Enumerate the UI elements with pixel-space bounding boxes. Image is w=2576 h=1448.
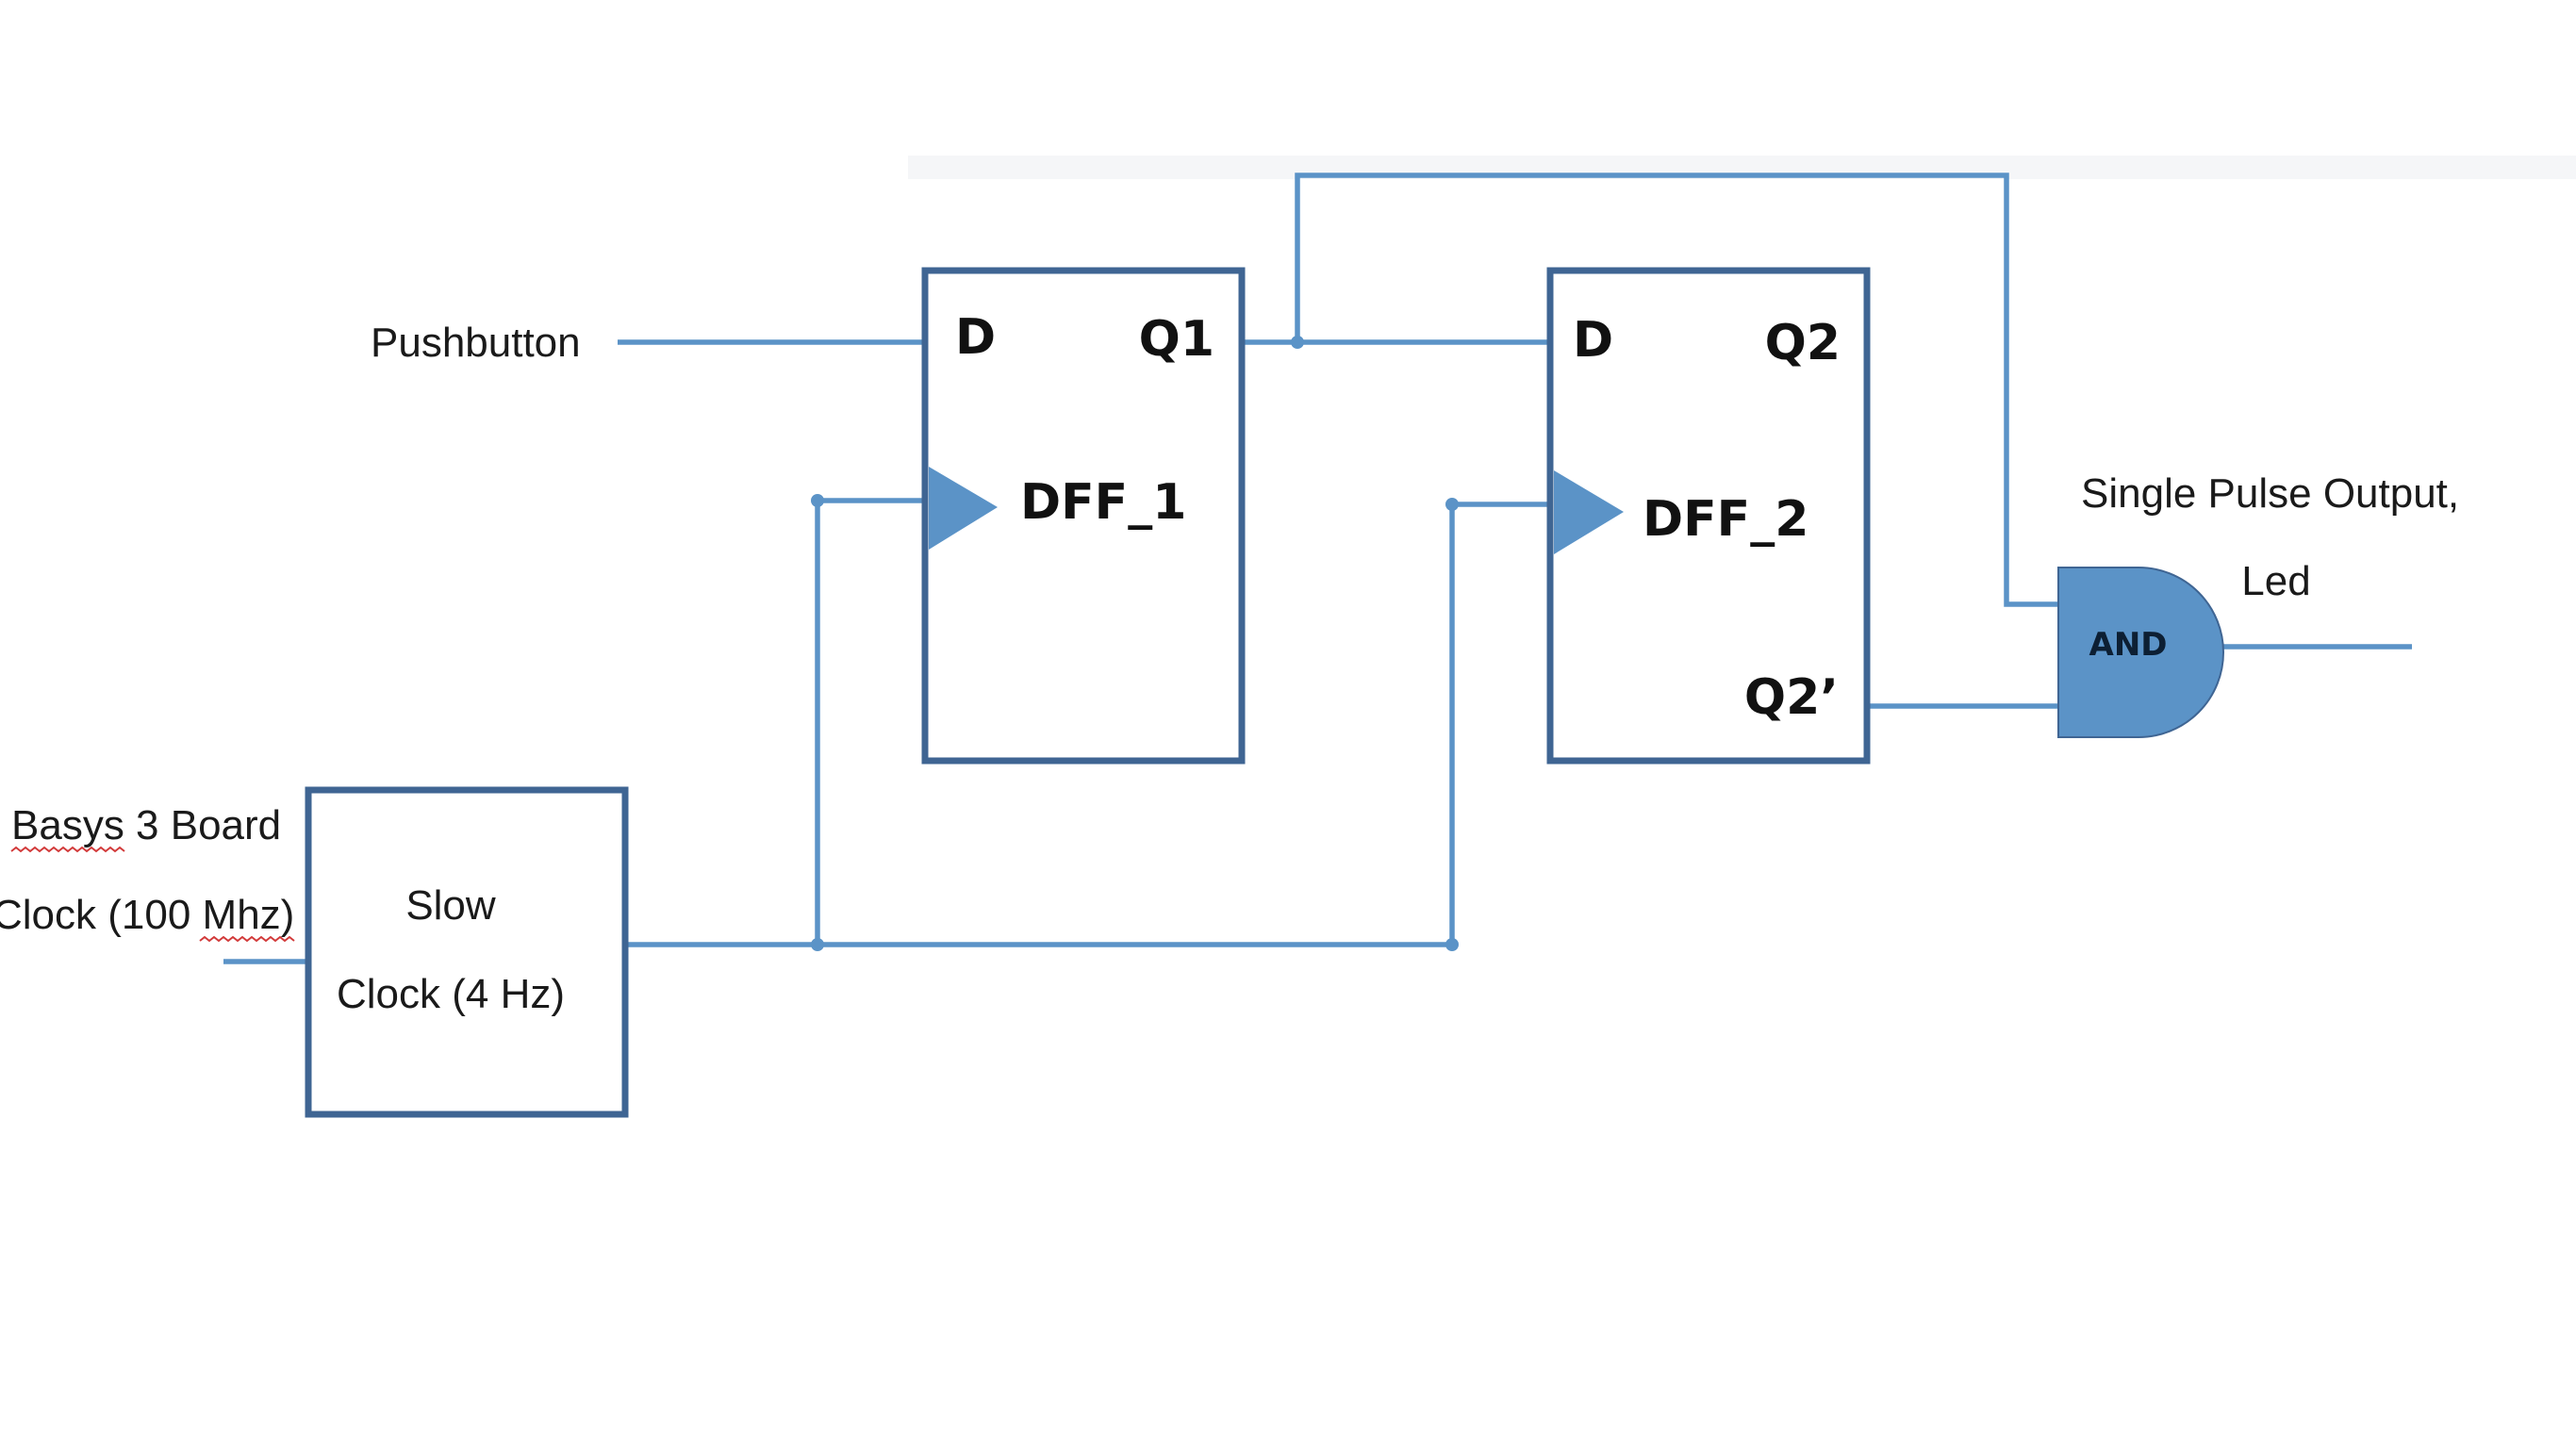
- slow-clock-label-line1: Slow: [405, 882, 496, 929]
- junction-q1: [1291, 336, 1304, 349]
- dff1-q-pin: Q1: [1139, 311, 1214, 368]
- junction-clock-dff2-top: [1445, 498, 1459, 511]
- dff2-q-pin: Q2: [1765, 315, 1841, 371]
- board-clock-label-line1: Basys 3 Board: [11, 802, 281, 848]
- spellcheck-squiggle-basys: [10, 846, 125, 853]
- wire-clock-to-dff2: [1449, 502, 1550, 945]
- and-gate-label: AND: [2089, 626, 2168, 664]
- dff2-name: DFF_2: [1643, 491, 1808, 548]
- wire-q1-to-and-input-a: [1295, 173, 2058, 607]
- junction-clock-dff1: [811, 494, 824, 507]
- pushbutton-label: Pushbutton: [371, 320, 581, 366]
- junction-clock-dff2-bottom: [1445, 938, 1459, 951]
- dff2-clock-triangle: [1554, 470, 1624, 554]
- dff1-d-pin: D: [955, 309, 996, 366]
- wire-clock-to-dff1: [815, 498, 925, 945]
- and-gate: [2057, 567, 2224, 738]
- spellcheck-squiggle-mhz: [199, 935, 295, 943]
- dff2-qbar-pin: Q2’: [1744, 669, 1839, 726]
- junction-clock-main: [811, 938, 824, 951]
- dff2-d-pin: D: [1573, 312, 1613, 369]
- dff1-block: [921, 267, 1246, 765]
- dff1-clock-triangle: [929, 467, 998, 550]
- board-clock-label-line2: Clock (100 Mhz): [0, 892, 294, 938]
- output-label-line2: Led: [2241, 558, 2310, 604]
- slow-clock-block: [305, 786, 629, 1118]
- dff1-name: DFF_1: [1020, 474, 1186, 531]
- output-label-line1: Single Pulse Output,: [2081, 470, 2459, 517]
- slow-clock-label-line2: Clock (4 Hz): [337, 971, 565, 1017]
